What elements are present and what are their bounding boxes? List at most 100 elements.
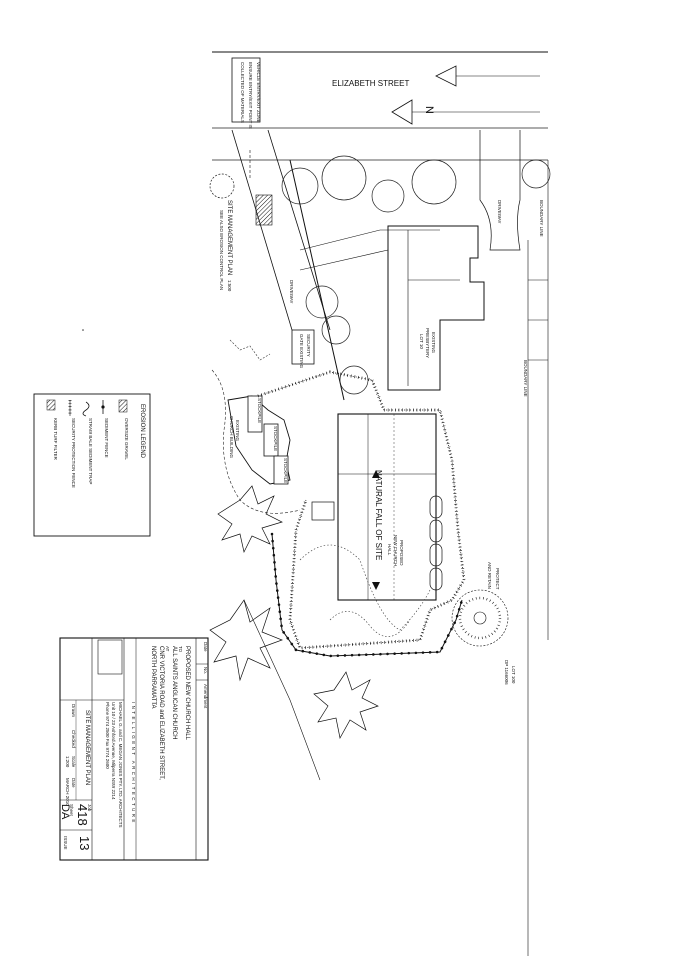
tree	[321, 155, 367, 201]
small-structure	[311, 501, 335, 521]
tree	[321, 315, 351, 345]
legend-item-label: STRAW BALE SEDIMENT TRAP	[88, 418, 93, 484]
project-line-4: AT	[165, 646, 170, 652]
church-outline	[211, 369, 301, 514]
site-plan-title: SITE MANAGEMENT PLAN	[226, 200, 232, 275]
svg-text:AND RETAIN: AND RETAIN	[487, 562, 492, 589]
tree-canopy-star	[209, 599, 283, 682]
kerb-filter-icon	[46, 399, 56, 411]
vehicle-entry-note-1: VEHICLE ENTRY/EXIT ZONE	[256, 62, 261, 123]
tree	[371, 179, 405, 213]
svg-text:CHURCH BUILDING: CHURCH BUILDING	[229, 416, 234, 459]
project-line-3: ALL SAINTS ANGLICAN CHURCH	[171, 646, 177, 739]
road-edge-diag	[243, 599, 321, 781]
amendment-header-date: Date	[203, 642, 208, 652]
project-line-6: NORTH PARRAMATTA	[150, 646, 156, 709]
svg-text:LOT 10: LOT 10	[419, 334, 424, 349]
gravel-pad	[255, 194, 273, 226]
property-boundary-top	[299, 229, 440, 251]
driveway-label-2: DRIVEWAY	[497, 200, 502, 224]
field-date: Date	[71, 778, 76, 788]
tree	[281, 167, 319, 205]
security-gate-box	[291, 329, 315, 365]
legend-item-label: SEDIMENT FENCE	[104, 418, 109, 458]
straw-bale-icon	[82, 401, 90, 417]
driveway-strip	[479, 130, 521, 251]
amendment-header-no: No.	[203, 667, 208, 674]
tree	[521, 159, 551, 189]
svg-text:NEW CHURCH: NEW CHURCH	[393, 535, 398, 566]
field-sheet: Sheet	[69, 804, 74, 817]
tree	[411, 159, 457, 205]
legend-title: EROSION LEGEND	[139, 404, 145, 459]
boundary-diagonal	[289, 159, 345, 401]
svg-text:STOCKPILE: STOCKPILE	[283, 458, 288, 483]
svg-text:HALL: HALL	[387, 544, 392, 556]
protected-tree: PROTECT AND RETAIN	[451, 562, 509, 647]
firm-name: INTELLIGENT ARCHITECTURE	[131, 702, 136, 825]
svg-text:EXISTING: EXISTING	[431, 332, 436, 354]
boundary-label-2: BOUNDARY LINE	[523, 360, 528, 397]
firm-detail-3: Phone 9774 2500 Fax 9774 2600	[105, 702, 110, 769]
tree-canopy-star	[313, 671, 379, 740]
security-gate-note-2: GATE EXISTING	[299, 334, 304, 369]
amendment-header-text: Amendment	[203, 684, 208, 709]
oversize-gravel-icon	[118, 399, 128, 413]
security-fence-ticks	[257, 370, 466, 650]
svg-text:PROTECT: PROTECT	[495, 568, 500, 590]
sediment-fence	[271, 533, 463, 657]
vehicle-entry-note-box	[231, 57, 261, 123]
firm-detail-2: Unit 10 / 23 Ashford Avenue, Milperra NS…	[111, 702, 116, 800]
field-checked: Checked	[71, 730, 76, 748]
lot-ref-1: LOT 100	[511, 666, 516, 684]
sheet-prefix: DA	[59, 804, 71, 820]
project-line-2: TO	[178, 646, 183, 653]
security-gate-note-1: SECURITY	[306, 334, 311, 357]
legend-item-label: SECURITY PROTECTION FENCE	[71, 418, 76, 488]
driveway-edge	[231, 129, 293, 331]
mark-dot	[82, 329, 84, 331]
job-number: 418	[75, 804, 90, 826]
vehicle-entry-note-3: COLLECTED OF MATERIALS	[240, 62, 245, 123]
svg-text:PRESBYTERY: PRESBYTERY	[425, 328, 430, 358]
lot-ref-2: DP 1166006	[504, 660, 509, 685]
sheet-number: 13	[77, 836, 92, 850]
drawing-title: SITE MANAGEMENT PLAN	[84, 710, 90, 785]
legend-item-label: OVERSIZE GRAVEL	[124, 418, 129, 460]
svg-text:STOCKPILE: STOCKPILE	[273, 426, 278, 451]
project-line-1: PROPOSED NEW CHURCH HALL	[184, 646, 190, 741]
north-letter: N	[423, 106, 435, 114]
firm-logo	[97, 639, 123, 675]
vegetation-edge	[229, 339, 271, 361]
scale-value: 1:200	[65, 756, 70, 768]
title-block: Date No. Amendment PROPOSED NEW CHURCH H…	[59, 637, 209, 861]
vehicle-entry-note-2: ENSURE ENTRY/EXIT POINT IS	[248, 62, 253, 129]
tree	[209, 173, 235, 199]
fence-line	[299, 249, 389, 271]
security-fence	[257, 371, 465, 649]
site-plan: ELIZABETH STREET N VEHICLE ENTRY/EXIT ZO…	[209, 51, 551, 956]
legend-item-label: KERB TURF FILTER	[53, 418, 58, 461]
north-arrow: N	[391, 65, 540, 125]
dotted-level-line-2	[329, 611, 411, 637]
svg-text:EXISTING: EXISTING	[235, 420, 240, 442]
driveway-edge-2	[267, 129, 331, 331]
oval	[429, 495, 443, 519]
project-line-5: CNR VICTORIA ROAD and ELIZABETH STREET,	[158, 646, 164, 780]
proposed-church-hall: NATURAL FALL OF SITE PROPOSED NEW CHURCH…	[337, 413, 437, 601]
svg-text:STOCKPILE: STOCKPILE	[257, 398, 262, 423]
date-value: MARCH 2010	[65, 778, 70, 806]
firm-detail-1: MICHAEL G. and C. MEGAN JONES PTY. LTD. …	[118, 702, 123, 827]
existing-presbytery: EXISTING PRESBYTERY LOT 10	[387, 225, 485, 391]
site-plan-subtitle: SEE ALSO EROSION CONTROL PLAN	[219, 210, 224, 290]
field-drawn: Drawn	[71, 704, 76, 718]
tree-canopy-star	[217, 485, 283, 554]
boundary-label: BOUNDARY LINE	[539, 200, 544, 237]
oval	[429, 543, 443, 567]
tree	[339, 365, 369, 395]
oval	[429, 567, 443, 591]
field-scale: Scale	[71, 756, 76, 768]
street-label: ELIZABETH STREET	[332, 79, 409, 88]
driveway-label: DRIVEWAY	[289, 280, 294, 304]
